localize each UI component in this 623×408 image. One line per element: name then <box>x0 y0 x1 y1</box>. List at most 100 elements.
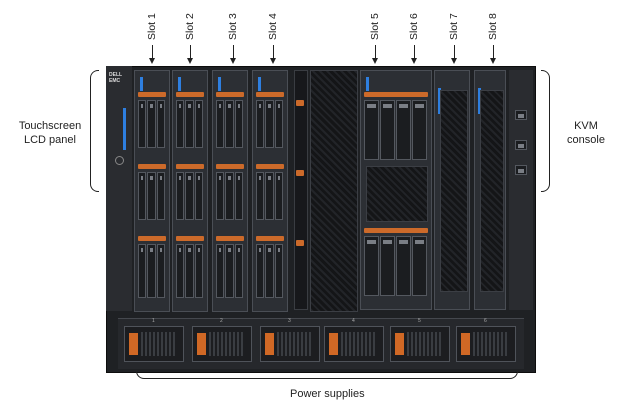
drive-bay[interactable] <box>185 244 194 298</box>
slot-label-2: Slot 2 <box>184 13 196 40</box>
psu-handle[interactable] <box>395 333 404 355</box>
kvm-port[interactable] <box>515 110 527 120</box>
psu-handle[interactable] <box>129 333 138 355</box>
drive-bay[interactable] <box>380 236 395 296</box>
drive-handle[interactable] <box>256 164 284 169</box>
drive-bay[interactable] <box>274 172 283 220</box>
drive-bay[interactable] <box>380 100 395 160</box>
drive-handle[interactable] <box>176 236 204 241</box>
drive-bay[interactable] <box>265 244 274 298</box>
power-supply-6[interactable] <box>456 326 516 362</box>
psu-handle[interactable] <box>265 333 274 355</box>
power-supplies-label: Power supplies <box>290 388 365 400</box>
psu-grille <box>473 332 509 356</box>
drive-bay[interactable] <box>274 244 283 298</box>
power-button-icon[interactable] <box>115 156 124 165</box>
slot-arrow-1 <box>149 45 155 64</box>
drive-bay[interactable] <box>147 172 156 220</box>
drive-bay[interactable] <box>265 172 274 220</box>
drive-bay[interactable] <box>225 172 234 220</box>
drive-bay[interactable] <box>147 100 156 148</box>
drive-bay[interactable] <box>256 244 265 298</box>
slot-label-6: Slot 6 <box>408 13 420 40</box>
drive-handle[interactable] <box>138 236 166 241</box>
drive-bay[interactable] <box>194 244 203 298</box>
left-brace <box>90 70 99 192</box>
drive-handle[interactable] <box>138 92 166 97</box>
drive-handle[interactable] <box>216 236 244 241</box>
drive-handle[interactable] <box>256 236 284 241</box>
drive-bay[interactable] <box>194 172 203 220</box>
sled-grille <box>366 166 428 222</box>
drive-handle[interactable] <box>216 92 244 97</box>
power-supply-2[interactable] <box>192 326 252 362</box>
drive-bay[interactable] <box>234 100 243 148</box>
drive-bay[interactable] <box>265 100 274 148</box>
drive-handle[interactable] <box>256 92 284 97</box>
fan-latch[interactable] <box>296 170 304 176</box>
fan-latch[interactable] <box>296 240 304 246</box>
sled-led-7 <box>438 88 441 114</box>
drive-handle[interactable] <box>176 164 204 169</box>
kvm-port[interactable] <box>515 140 527 150</box>
drive-handle[interactable] <box>138 164 166 169</box>
psu-handle[interactable] <box>197 333 206 355</box>
drive-bay[interactable] <box>256 172 265 220</box>
drive-bay[interactable] <box>185 100 194 148</box>
drive-bay[interactable] <box>176 172 185 220</box>
fan-latch[interactable] <box>296 100 304 106</box>
drive-bay[interactable] <box>225 100 234 148</box>
drive-handle[interactable] <box>176 92 204 97</box>
drive-bay[interactable] <box>147 244 156 298</box>
drive-bay[interactable] <box>138 172 147 220</box>
drive-bay[interactable] <box>216 244 225 298</box>
drive-bay[interactable] <box>176 244 185 298</box>
drive-bay[interactable] <box>256 100 265 148</box>
drive-bay[interactable] <box>216 100 225 148</box>
brand-line1: DELL <box>109 72 123 78</box>
drive-bay[interactable] <box>176 100 185 148</box>
drive-bay[interactable] <box>156 100 165 148</box>
brand-line2: EMC <box>109 78 121 84</box>
drive-bay[interactable] <box>194 100 203 148</box>
power-supply-1[interactable] <box>124 326 184 362</box>
drive-handle[interactable] <box>216 164 244 169</box>
right-label-line1: KVM <box>574 120 598 132</box>
drive-bay[interactable] <box>234 172 243 220</box>
psu-grille <box>407 332 443 356</box>
drive-bay[interactable] <box>156 172 165 220</box>
drive-bay[interactable] <box>138 100 147 148</box>
slot-arrow-6 <box>411 45 417 64</box>
drive-bay[interactable] <box>412 100 427 160</box>
drive-bay[interactable] <box>185 172 194 220</box>
drive-handle[interactable] <box>364 228 428 233</box>
storage-grille <box>480 90 504 292</box>
drive-bay[interactable] <box>364 236 379 296</box>
psu-handle[interactable] <box>461 333 470 355</box>
drive-bay[interactable] <box>412 236 427 296</box>
drive-bay[interactable] <box>138 244 147 298</box>
psu-number-6: 6 <box>484 318 487 324</box>
control-panel: DELL EMC <box>106 66 132 311</box>
left-label-line1: Touchscreen <box>18 120 82 132</box>
slot-arrow-4 <box>270 45 276 64</box>
psu-number-1: 1 <box>152 318 155 324</box>
slot-arrow-5 <box>372 45 378 64</box>
sled-led-2 <box>178 77 181 91</box>
kvm-port[interactable] <box>515 165 527 175</box>
drive-bay[interactable] <box>216 172 225 220</box>
drive-bay[interactable] <box>396 100 411 160</box>
drive-handle[interactable] <box>364 92 428 97</box>
brand-logo: DELL EMC <box>109 72 122 84</box>
drive-bay[interactable] <box>225 244 234 298</box>
drive-bay[interactable] <box>234 244 243 298</box>
power-supply-5[interactable] <box>390 326 450 362</box>
psu-number-3: 3 <box>288 318 291 324</box>
power-supply-4[interactable] <box>324 326 384 362</box>
drive-bay[interactable] <box>274 100 283 148</box>
drive-bay[interactable] <box>396 236 411 296</box>
drive-bay[interactable] <box>156 244 165 298</box>
drive-bay[interactable] <box>364 100 379 160</box>
psu-handle[interactable] <box>329 333 338 355</box>
power-supply-3[interactable] <box>260 326 320 362</box>
